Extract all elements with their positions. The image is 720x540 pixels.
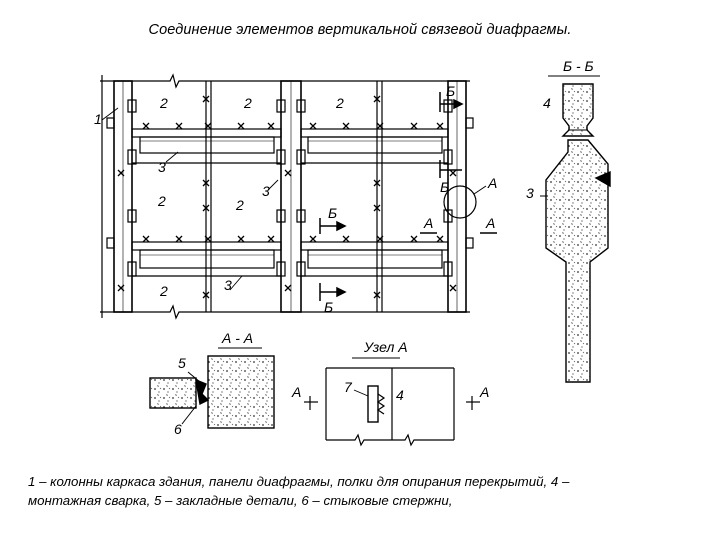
section-bb-title: Б - Б <box>563 58 594 74</box>
label-weld: 4 <box>396 387 404 403</box>
leader-line <box>229 275 243 291</box>
label-shelf: 3 <box>224 277 232 293</box>
column-brackets <box>106 99 474 277</box>
section-bb-labels: Б - Б 4 3 <box>526 58 594 201</box>
label-weld: 4 <box>543 95 551 111</box>
column-middle <box>280 80 302 313</box>
diagram-title: Соединение элементов вертикальной связев… <box>148 22 572 38</box>
column-right <box>447 80 467 313</box>
label-panel: 2 <box>159 283 168 299</box>
mark-b: Б <box>328 205 337 221</box>
node-a-circle <box>443 185 477 219</box>
label-shelf: 3 <box>526 185 534 201</box>
shelf-row-lower <box>131 241 449 277</box>
main-view-labels: 1 2 2 2 3 2 2 3 2 3 Б Б Б Б А А А <box>94 83 497 315</box>
section-aa-title: А - А <box>221 330 253 346</box>
node-a-labels: Узел А 7 4 А А <box>291 339 489 403</box>
caption-line-2: монтажная сварка, 5 – закладные детали, … <box>28 493 453 508</box>
main-elevation <box>100 73 497 320</box>
mark-a: А <box>487 175 497 191</box>
section-cut-b <box>319 92 464 301</box>
shelf-row-upper <box>131 128 449 164</box>
section-aa <box>149 347 275 429</box>
column-left <box>113 80 133 313</box>
leader-line <box>165 151 179 163</box>
caption-line-1: 1 – колонны каркаса здания, панели диафр… <box>28 474 570 489</box>
weld-marks <box>117 95 457 299</box>
node-a-title: Узел А <box>363 339 408 355</box>
mark-b: Б <box>440 179 449 195</box>
label-panel: 2 <box>243 95 252 111</box>
label-shelf: 3 <box>262 183 270 199</box>
mark-b: Б <box>446 83 455 99</box>
node-a <box>304 357 480 447</box>
label-panel: 2 <box>159 95 168 111</box>
mark-a: А <box>485 215 495 231</box>
label-column: 1 <box>94 111 102 127</box>
mark-a: А <box>479 384 489 400</box>
label-shelf: 3 <box>158 159 166 175</box>
leader-line <box>101 107 119 121</box>
bottom-break-line <box>100 304 470 320</box>
top-break-line <box>100 73 470 89</box>
figure-caption: 1 – колонны каркаса здания, панели диафр… <box>28 472 698 510</box>
mark-b: Б <box>324 299 333 315</box>
mark-a: А <box>423 215 433 231</box>
section-aa-labels: А - А 5 6 <box>174 330 253 437</box>
label-rods: 6 <box>174 421 182 437</box>
label-panel: 2 <box>335 95 344 111</box>
section-bb <box>540 75 611 383</box>
label-embedded-part: 7 <box>344 379 353 395</box>
label-panel: 2 <box>235 197 244 213</box>
label-panel: 2 <box>157 193 166 209</box>
mark-a: А <box>291 384 301 400</box>
leader-line <box>267 179 279 191</box>
label-embedded: 5 <box>178 355 186 371</box>
